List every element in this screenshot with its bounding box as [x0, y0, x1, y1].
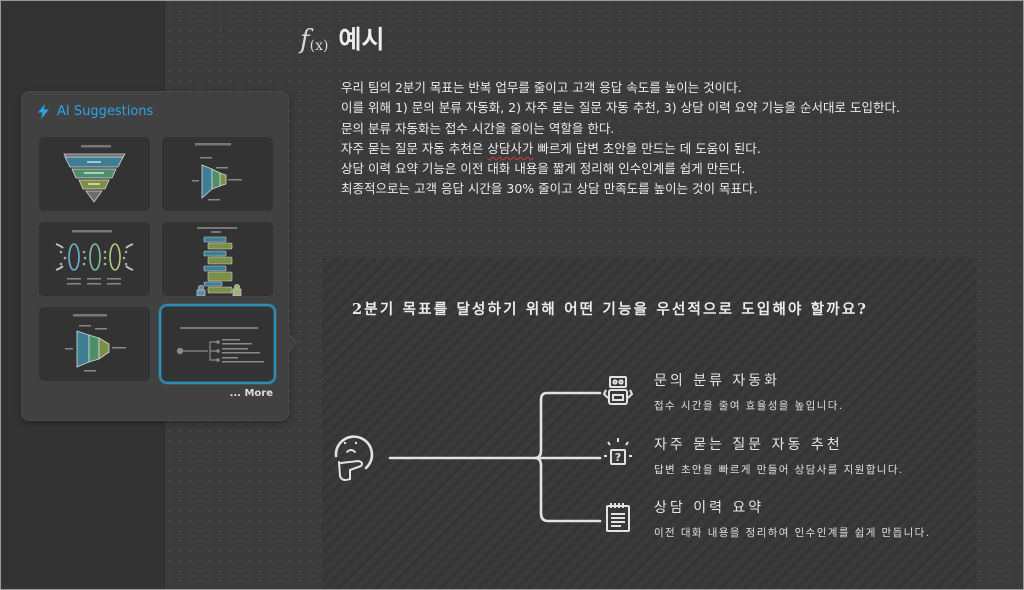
suggestion-thumbnail-inverted-pyramid[interactable] — [39, 137, 150, 211]
cursor-guide — [220, 0, 221, 37]
thinking-face-icon — [334, 435, 374, 481]
chat-stack-icon — [196, 227, 242, 296]
diagram-question[interactable]: 2분기 목표를 달성하기 위해 어떤 기능을 우선적으로 도입해야 할까요? — [352, 301, 869, 318]
question-lightbulb-icon: ? — [604, 438, 632, 465]
paragraph[interactable]: 문의 분류 자동화는 접수 시간을 줄이는 역할을 한다. — [341, 120, 615, 136]
page-title[interactable]: 예시 — [338, 25, 385, 54]
suggestion-thumbnail-horizontal-funnel[interactable] — [162, 137, 273, 211]
funnel-3-stage-icon — [65, 314, 126, 372]
paragraph[interactable]: 이를 위해 1) 문의 분류 자동화, 2) 자주 묻는 질문 자동 추천, 3… — [341, 100, 900, 116]
lightning-bolt-icon — [38, 104, 49, 119]
ai-suggestions-title: AI Suggestions — [57, 104, 154, 119]
svg-text:?: ? — [615, 451, 621, 464]
paragraph[interactable]: 상담 이력 요약 기능은 이전 대화 내용을 짧게 정리해 인수인계를 쉽게 만… — [341, 161, 746, 177]
ai-suggestions-popover[interactable]: AI Suggestions — [21, 91, 298, 421]
suggestion-thumbnail-chat-stack[interactable] — [162, 222, 273, 296]
item-title: 문의 분류 자동화 — [654, 373, 781, 389]
diagram-block[interactable] — [322, 258, 976, 590]
inverted-pyramid-icon — [63, 145, 126, 203]
more-suggestions-link[interactable]: ... More — [229, 388, 273, 399]
cycle-rings-icon — [55, 230, 134, 285]
diagram-item-2[interactable]: ? 자주 묻는 질문 자동 추천 답변 초안을 빠르게 만들어 상담사를 지원합… — [600, 436, 904, 477]
body-paragraphs[interactable]: 우리 팀의 2분기 목표는 반복 업무를 줄이고 고객 응답 속도를 높이는 것… — [341, 78, 921, 200]
item-title: 자주 묻는 질문 자동 추천 — [654, 437, 843, 453]
item-description: 접수 시간을 줄여 효율성을 높입니다. — [654, 400, 844, 412]
spellcheck-error[interactable]: 상담사가 — [487, 140, 534, 156]
suggestion-grid — [39, 137, 276, 384]
suggestion-thumbnail-cycle-rings[interactable] — [39, 222, 150, 296]
diagram-item-3[interactable]: 상담 이력 요약 이전 대화 내용을 정리하여 인수인계를 쉽게 만듭니다. — [600, 499, 930, 540]
ai-suggestions-header: AI Suggestions — [38, 104, 153, 119]
horizontal-funnel-icon — [192, 143, 242, 201]
notepad-icon — [606, 503, 630, 532]
item-description: 이전 대화 내용을 정리하여 인수인계를 쉽게 만듭니다. — [654, 527, 931, 539]
function-fx-icon: f(x) — [300, 25, 329, 55]
diagram-item-1[interactable]: 문의 분류 자동화 접수 시간을 줄여 효율성을 높입니다. — [600, 372, 844, 413]
suggestion-thumbnail-bracket-tree[interactable] — [159, 304, 276, 384]
robot-icon — [602, 376, 634, 405]
heading-block[interactable]: f(x) 예시 — [300, 20, 384, 56]
suggestion-thumbnail-horizontal-funnel-3-stage[interactable] — [39, 307, 150, 381]
paragraph[interactable]: 우리 팀의 2분기 목표는 반복 업무를 줄이고 고객 응답 속도를 높이는 것… — [341, 80, 742, 95]
bracket-tree-icon — [176, 327, 264, 363]
item-description: 답변 초안을 빠르게 만들어 상담사를 지원합니다. — [654, 464, 904, 476]
paragraph[interactable]: 최종적으로는 고객 응답 시간을 30% 줄이고 상담 만족도를 높이는 것이 … — [341, 181, 758, 197]
item-title: 상담 이력 요약 — [654, 500, 765, 516]
paragraph[interactable]: 자주 묻는 질문 자동 추천은 상담사가 빠르게 답변 초안을 만드는 데 도움… — [341, 140, 761, 156]
